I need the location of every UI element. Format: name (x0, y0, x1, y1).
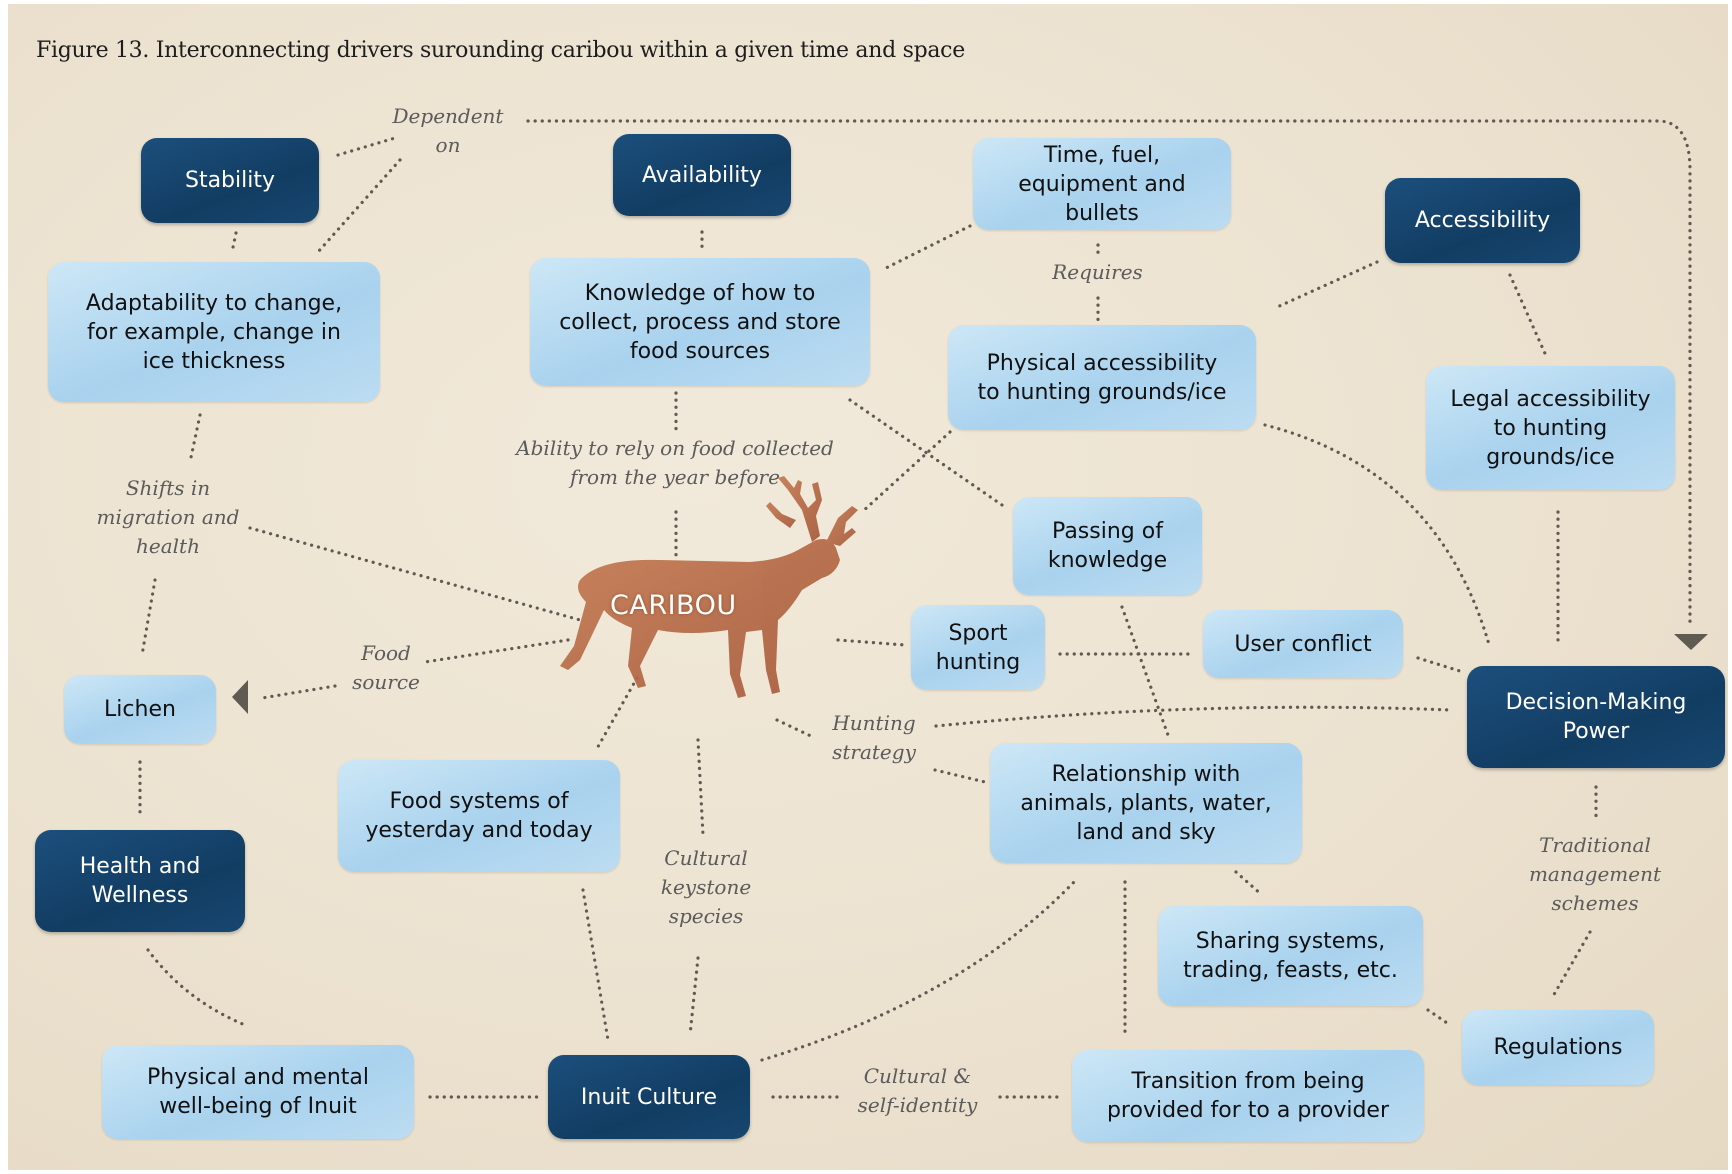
node-adaptability: Adaptability to change, for example, cha… (48, 262, 380, 402)
node-health-wellness: Health and Wellness (35, 830, 245, 932)
caribou-icon (560, 476, 858, 698)
node-physical-accessibility: Physical accessibility to hunting ground… (948, 325, 1256, 430)
edge-label-food-source: Food source (352, 641, 420, 694)
caribou-label: CARIBOU (610, 590, 737, 621)
node-food-systems: Food systems of yesterday and today (338, 760, 620, 872)
node-transition: Transition from being provided for to a … (1072, 1050, 1424, 1142)
edge-label-hunting-strategy: Hunting strategy (832, 711, 916, 764)
node-time-fuel: Time, fuel, equipment and bullets (973, 138, 1231, 230)
node-sport-hunting: Sport hunting (911, 605, 1045, 690)
edge-label-cultural-keystone: Cultural keystone species (660, 846, 752, 928)
node-wellbeing: Physical and mental well-being of Inuit (102, 1045, 414, 1139)
node-availability: Availability (613, 134, 791, 216)
node-passing-knowledge: Passing of knowledge (1013, 497, 1202, 595)
edge-label-cultural-identity: Cultural & self-identity (857, 1064, 978, 1117)
figure-title: Figure 13. Interconnecting drivers surou… (36, 38, 965, 63)
node-regulations: Regulations (1462, 1010, 1654, 1085)
node-legal-accessibility: Legal accessibility to hunting grounds/i… (1426, 366, 1675, 490)
node-knowledge: Knowledge of how to collect, process and… (530, 258, 870, 386)
node-lichen: Lichen (64, 675, 216, 744)
node-accessibility: Accessibility (1385, 178, 1580, 263)
triangle-arrow-icon (232, 634, 1708, 714)
edge-label-dependent-on: Dependent on (392, 104, 504, 157)
edge-label-ability-to-rely: Ability to rely on food collected from t… (516, 436, 834, 489)
node-stability: Stability (141, 138, 319, 223)
edge-label-requires: Requires (1052, 260, 1143, 284)
edge-label-shifts-in-migration: Shifts in migration and health (96, 476, 240, 558)
node-decision-making-power: Decision-Making Power (1467, 666, 1725, 768)
node-relationship: Relationship with animals, plants, water… (990, 743, 1302, 863)
node-user-conflict: User conflict (1203, 610, 1403, 678)
edge-label-traditional-management: Traditional management schemes (1528, 833, 1662, 915)
node-sharing-systems: Sharing systems, trading, feasts, etc. (1158, 906, 1423, 1006)
node-inuit-culture: Inuit Culture (548, 1055, 750, 1139)
